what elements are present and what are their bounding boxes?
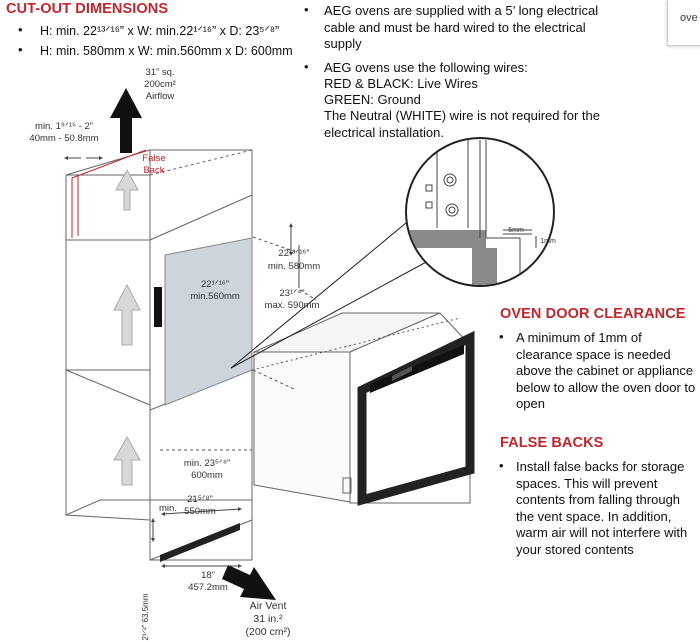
false-back-line1: False [142,153,165,164]
bullet-dot: • [499,458,504,473]
bullet-dot: • [304,2,309,17]
airflow-arrows [113,168,141,486]
false-back-line2: Back [143,165,164,176]
wire-neutral: The Neutral (WHITE) wire is not required… [324,108,600,140]
cutout-heading: CUT-OUT DIMENSIONS [6,1,169,17]
detail-circle [405,137,555,287]
detail-pointer [230,212,431,369]
gap-label-line2: 40mm - 50.8mm [29,133,98,144]
depth-label-line2: 600mm [191,470,223,481]
false-back-lines [71,149,147,238]
plinth-label-line1: 21⁵ᐟ⁸” [187,494,213,505]
max-label-line1: 23¹ᐟ⁴” [280,288,305,299]
plinth-label-line2: 550mm [184,506,216,517]
false-backs-text: Install false backs for storage spaces. … [516,459,688,557]
height-label-line2: min. 580mm [268,261,320,272]
dimension-lines [160,236,461,451]
plinth-vent [160,523,240,562]
exhaust-arrow [110,88,142,153]
cutout-inch-line: H: min. 22¹³ᐟ¹⁶” x W: min.22¹ᐟ¹⁶” x D: 2… [40,24,280,38]
side-label: 2¹ᐟ²” 63.5mm [141,593,150,640]
door-clearance-text: A minimum of 1mm of clearance space is n… [516,330,696,411]
bullet-dot: • [304,59,309,74]
wire-ground: GREEN: Ground [324,92,421,107]
height-label-line1: 22¹³ᐟ¹⁶” [278,248,309,259]
detail-5mm: 5mm [508,227,524,234]
door-clearance-heading: OVEN DOOR CLEARANCE [500,306,686,322]
false-backs-heading: FALSE BACKS [500,435,604,451]
wire-live: RED & BLACK: Live Wires [324,76,478,91]
detail-1mm: 1mm [540,238,556,245]
gap-label-line1: min. 1⁹ᐟ¹⁶ - 2” [35,121,93,132]
air-vent-line2: 31 in.² [253,613,283,625]
diagram-labels: 31” sq. 200cm² Airflow min. 1⁹ᐟ¹⁶ - 2” 4… [29,67,556,640]
supply-note: AEG ovens are supplied with a 5’ long el… [324,3,599,51]
width-label-line1: 22¹ᐟ¹⁶” [201,279,229,290]
air-vent-line3: (200 cm²) [246,626,291,638]
bullet-dot: • [18,42,23,57]
bullet-dot: • [18,22,23,37]
base-label-line1: 18” [201,570,215,581]
intake-arrow [222,565,276,600]
wires-title: AEG ovens use the following wires: [324,60,528,75]
max-label-line2: max. 590mm [265,300,320,311]
air-vent-line1: Air Vent [250,600,287,612]
base-label-line2: 457.2mm [188,582,228,593]
bullet-dot: • [499,329,504,344]
width-label-line2: min.560mm [190,291,240,302]
oven-appliance [253,312,475,506]
side-tab[interactable]: ove [667,0,700,46]
airflow-top-line1: 31” sq. [145,67,174,78]
depth-label-line1: min. 23⁵ᐟ⁸” [184,458,230,469]
vent-bar [154,287,162,327]
dim-arrows [64,156,300,568]
cavity-panel [164,237,253,406]
airflow-top-line3: Airflow [146,91,175,102]
cutout-mm-line: H: min. 580mm x W: min.560mm x D: 600mm [40,44,293,58]
airflow-top-line2: 200cm² [144,79,176,90]
plinth-min: min. [159,503,177,514]
